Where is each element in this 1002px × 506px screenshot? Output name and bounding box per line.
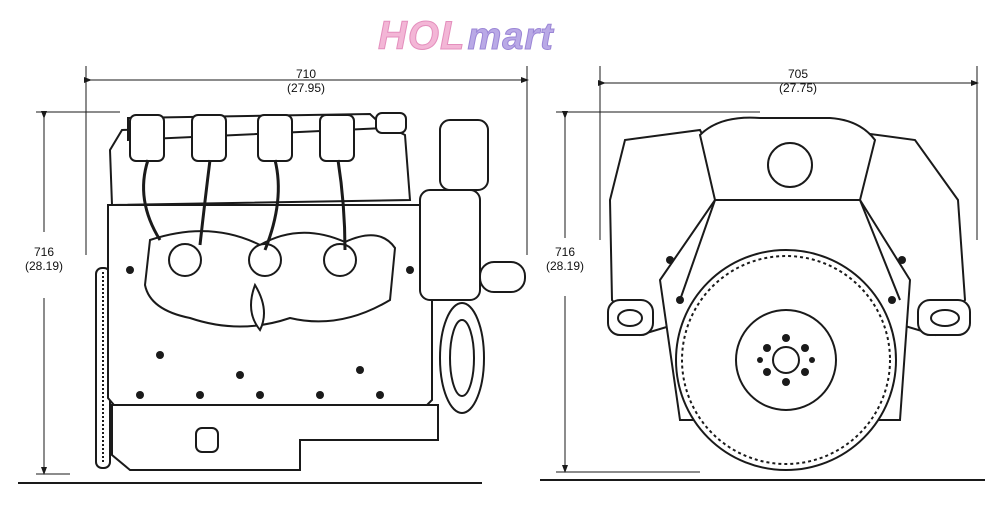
front-mount-bolts	[666, 256, 906, 304]
side-height-label: 716 (28.19)	[12, 245, 76, 273]
front-width-mm: 705	[787, 67, 809, 81]
flywheel-ring-gear	[681, 255, 891, 465]
oil-drain-plug	[195, 427, 219, 453]
flywheel-bolts	[757, 334, 815, 386]
front-width-label: 705 (27.75)	[768, 67, 828, 95]
front-bracket	[439, 119, 489, 191]
block-bolts	[126, 266, 414, 399]
holmart-logo: HOL mart	[377, 14, 554, 64]
front-width-dimension	[598, 66, 979, 240]
oil-filler-cap	[375, 112, 407, 134]
logo-text-hol: HOL	[377, 14, 466, 59]
side-width-dimension	[84, 66, 529, 255]
engine-front-view	[607, 116, 971, 471]
front-height-label: 716 (28.19)	[534, 245, 596, 273]
oil-pan-side	[111, 404, 439, 471]
logo-text-mart: mart	[467, 16, 554, 59]
ignition-coils	[129, 114, 355, 162]
side-height-mm: 716	[33, 245, 55, 259]
front-height-in: (28.19)	[545, 259, 585, 273]
front-height-mm: 716	[554, 245, 576, 259]
front-height-dimension	[556, 111, 760, 473]
side-width-mm: 710	[295, 67, 317, 81]
spark-plug-wires	[142, 159, 347, 251]
thermostat-outlet	[479, 261, 526, 293]
water-pump	[419, 189, 481, 301]
side-width-label: 710 (27.95)	[276, 67, 336, 95]
side-height-in: (28.19)	[24, 259, 64, 273]
engine-side-view	[95, 112, 526, 471]
side-width-in: (27.95)	[286, 81, 326, 95]
front-width-in: (27.75)	[778, 81, 818, 95]
side-height-dimension	[36, 111, 120, 475]
crank-center	[772, 346, 800, 374]
